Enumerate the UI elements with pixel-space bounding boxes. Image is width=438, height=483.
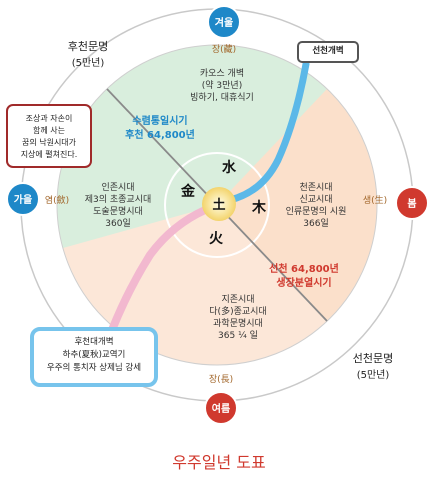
era-early-span: (5만년) (357, 369, 390, 381)
season-winter-marker: 겨울 (207, 5, 241, 39)
winter-text-2: (약 3만년) (202, 79, 242, 91)
winter-text-3: 빙하기, 대휴식기 (190, 92, 254, 103)
phase-summer: 장(長) (209, 374, 233, 385)
diagram-title: 우주일년 도표 (172, 453, 266, 472)
season-winter-label: 겨울 (215, 16, 233, 29)
winter-region (107, 45, 327, 205)
autumn-region (57, 89, 217, 205)
callout-paradise-line-4: 지상에 펼쳐진다. (20, 150, 78, 159)
spring-text-2: 신교시대 (299, 194, 332, 205)
summer-text-2: 다(多)종교시대 (209, 305, 266, 317)
element-wood: 木 (251, 199, 267, 216)
season-spring-label: 봄 (407, 198, 416, 210)
spring-text-4: 366일 (303, 218, 328, 229)
phase-autumn: 염(斂) (45, 194, 69, 206)
callout-great-opening: 후천대개벽 하추(夏秋)교역기 우주의 통치자 상제님 강세 (30, 327, 158, 387)
winter-text-1: 카오스 개벽 (200, 68, 244, 79)
autumn-region-lower (57, 205, 217, 248)
harvest-period: 수렴통일시기 (132, 114, 187, 127)
autumn-text-2: 제3의 초종교시대 (85, 194, 152, 205)
callout-paradise: 조상과 자손이 함께 사는 꿈의 낙원시대가 지상에 펼쳐진다. (6, 104, 92, 168)
phase-winter: 장(藏) (212, 43, 236, 55)
blue-band (226, 60, 310, 204)
season-autumn-label: 가을 (14, 193, 32, 206)
element-ring (164, 152, 270, 258)
element-metal: 金 (180, 183, 196, 200)
callout-early-opening: 선천개벽 (297, 41, 359, 63)
season-summer-marker: 여름 (204, 391, 238, 425)
callout-great-opening-line-3: 우주의 통치자 상제님 강세 (46, 363, 142, 373)
harvest-years: 후천 64,800년 (125, 128, 195, 141)
callout-paradise-line-3: 꿈의 낙원시대가 (21, 138, 77, 147)
autumn-text-1: 인존시대 (101, 182, 134, 193)
element-water: 水 (222, 159, 237, 176)
element-earth: 土 (212, 197, 225, 213)
callout-early-opening-text: 선천개벽 (312, 46, 344, 56)
spring-text-1: 천존시대 (299, 182, 332, 193)
callout-paradise-line-1: 조상과 자손이 (25, 114, 73, 123)
summer-region (57, 205, 327, 365)
season-summer-label: 여름 (212, 402, 230, 415)
season-autumn-marker: 가을 (6, 182, 40, 216)
callout-great-opening-line-1: 후천대개벽 (74, 337, 114, 347)
earth-center (202, 187, 236, 221)
summer-text-1: 지존시대 (221, 294, 254, 305)
spring-region-upper (217, 89, 377, 205)
inner-ring (56, 44, 378, 366)
season-spring-marker: 봄 (395, 186, 429, 220)
growth-period: 생장분열시기 (276, 276, 331, 289)
callout-paradise-line-2: 함께 사는 (33, 126, 65, 135)
element-fire: 火 (209, 231, 224, 247)
autumn-text-4: 360일 (105, 218, 130, 229)
summer-text-4: 365 ¼ 일 (218, 330, 258, 341)
growth-years: 선천 64,800년 (269, 262, 339, 275)
callout-great-opening-line-2: 하추(夏秋)교역기 (62, 350, 126, 360)
era-later-title: 후천문명 (68, 39, 108, 53)
autumn-text-3: 도술문명시대 (93, 206, 143, 217)
era-later-span: (5만년) (72, 57, 105, 69)
era-early-title: 선천문명 (353, 351, 393, 365)
summer-text-3: 과학문명시대 (213, 318, 263, 329)
pink-band (108, 206, 209, 334)
spring-text-3: 인류문명의 시원 (286, 206, 347, 217)
phase-spring: 생(生) (363, 194, 387, 206)
